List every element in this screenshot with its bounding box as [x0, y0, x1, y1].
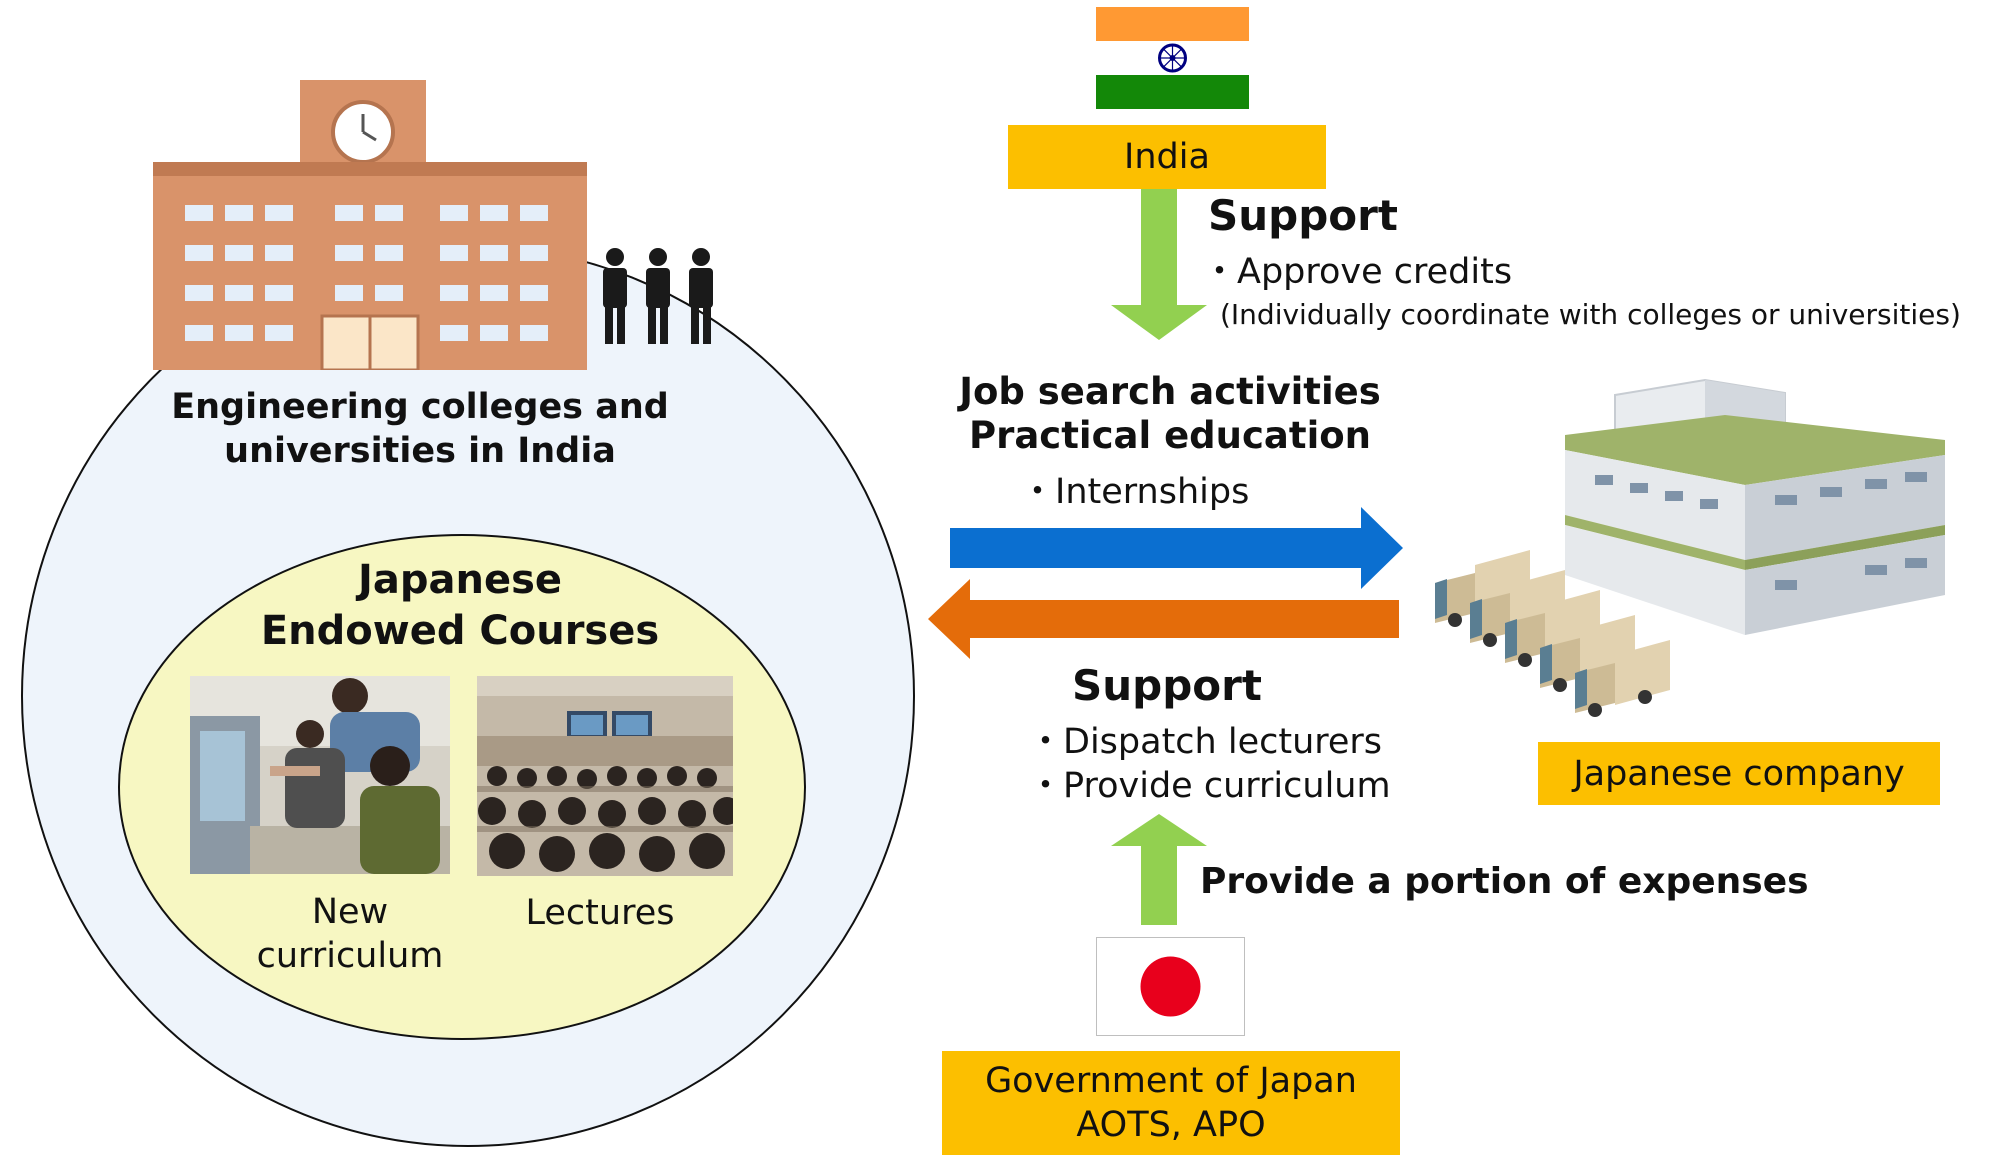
endowed-courses-ellipse: [118, 534, 806, 1040]
india-label-box: India: [1008, 125, 1326, 189]
coordinate-note: (Individually coordinate with colleges o…: [1220, 298, 1961, 331]
approve-credits-bullet: ・Approve credits: [1202, 252, 1513, 292]
expenses-arrow: [1111, 814, 1207, 925]
job-search-label: Job search activities Practical educatio…: [950, 370, 1390, 458]
expenses-label: Provide a portion of expenses: [1200, 861, 1809, 902]
company-support-title: Support: [1072, 661, 1262, 710]
government-label-line1: Government of Japan: [985, 1061, 1357, 1101]
lectures-photo: [477, 676, 733, 876]
university-label: Engineering colleges and universities in…: [130, 385, 710, 473]
endowed-courses-title-line2: Endowed Courses: [260, 608, 660, 654]
provide-curriculum-bullet: ・Provide curriculum: [1028, 766, 1391, 806]
endowed-courses-title-line1: Japanese: [357, 557, 563, 603]
government-label-line2: AOTS, APO: [1076, 1105, 1266, 1145]
internship-arrow: [950, 507, 1403, 589]
india-label: India: [1124, 137, 1210, 177]
lectures-caption: Lectures: [525, 893, 675, 933]
company-label: Japanese company: [1573, 753, 1905, 794]
company-support-arrow: [928, 579, 1399, 659]
new-curriculum-caption: New curriculum: [230, 890, 470, 978]
dispatch-lecturers-bullet: ・Dispatch lecturers: [1028, 722, 1383, 762]
school-building-icon: [153, 80, 587, 370]
japan-flag-icon: [1096, 937, 1245, 1036]
india-support-arrow: [1111, 187, 1207, 340]
new-curriculum-caption-line2: curriculum: [256, 936, 444, 976]
new-curriculum-photo: [190, 676, 450, 874]
internships-bullet: ・Internships: [1020, 472, 1250, 512]
job-search-line2: Practical education: [968, 414, 1372, 457]
people-icon: [603, 248, 713, 344]
factory-icon: [1435, 378, 1945, 717]
company-label-box: Japanese company: [1538, 742, 1940, 805]
india-flag-icon: [1096, 7, 1249, 109]
truck-icon: [1435, 550, 1670, 717]
university-label-line2: universities in India: [224, 431, 616, 471]
government-label-box: Government of Japan AOTS, APO: [942, 1051, 1400, 1155]
endowed-courses-title: Japanese Endowed Courses: [230, 555, 690, 657]
india-support-title: Support: [1208, 191, 1398, 240]
job-search-line1: Job search activities: [959, 370, 1381, 413]
university-label-line1: Engineering colleges and: [171, 387, 669, 427]
new-curriculum-caption-line1: New: [311, 892, 389, 932]
